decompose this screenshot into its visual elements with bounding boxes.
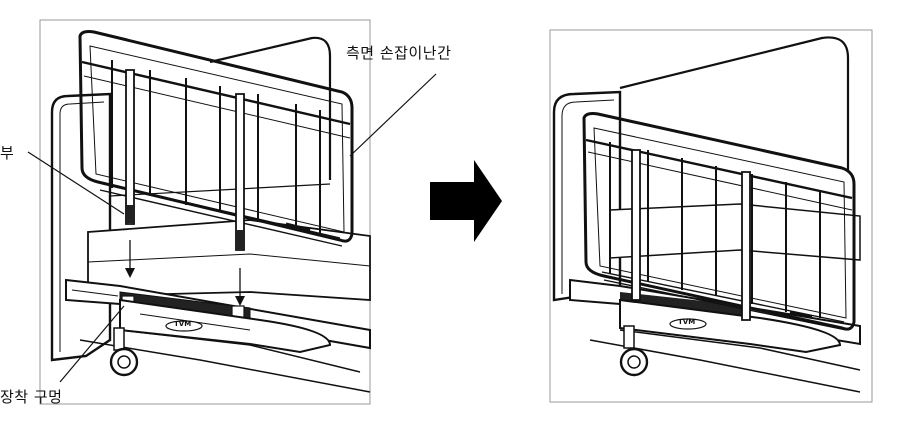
insert-arrow-2	[235, 268, 245, 306]
brand-mark-right: TVM	[678, 318, 696, 326]
leader-leg-part	[27, 151, 125, 215]
brand-plate	[165, 320, 203, 332]
side-rail-installed	[582, 112, 856, 331]
pedal-housing-after	[619, 298, 842, 354]
after-panel	[549, 29, 873, 403]
next-step-arrow	[430, 160, 502, 242]
leg-part-label: 부	[0, 144, 15, 162]
mount-hole-label: 장착 구멍	[0, 388, 63, 406]
rail-pins	[125, 69, 245, 251]
leader-mount-hole	[59, 305, 125, 383]
back-panel-after	[619, 36, 850, 170]
insert-arrow-1	[125, 240, 135, 278]
brand-mark-left: TVM	[174, 320, 192, 328]
caster-wheel	[109, 327, 139, 377]
before-panel	[27, 19, 437, 405]
back-panel	[209, 36, 332, 180]
leader-side-rail	[349, 73, 437, 157]
side-rail-label: 측면 손잡이난간	[346, 44, 452, 62]
caster-wheel-after	[619, 325, 649, 377]
brand-plate-after	[669, 318, 707, 330]
